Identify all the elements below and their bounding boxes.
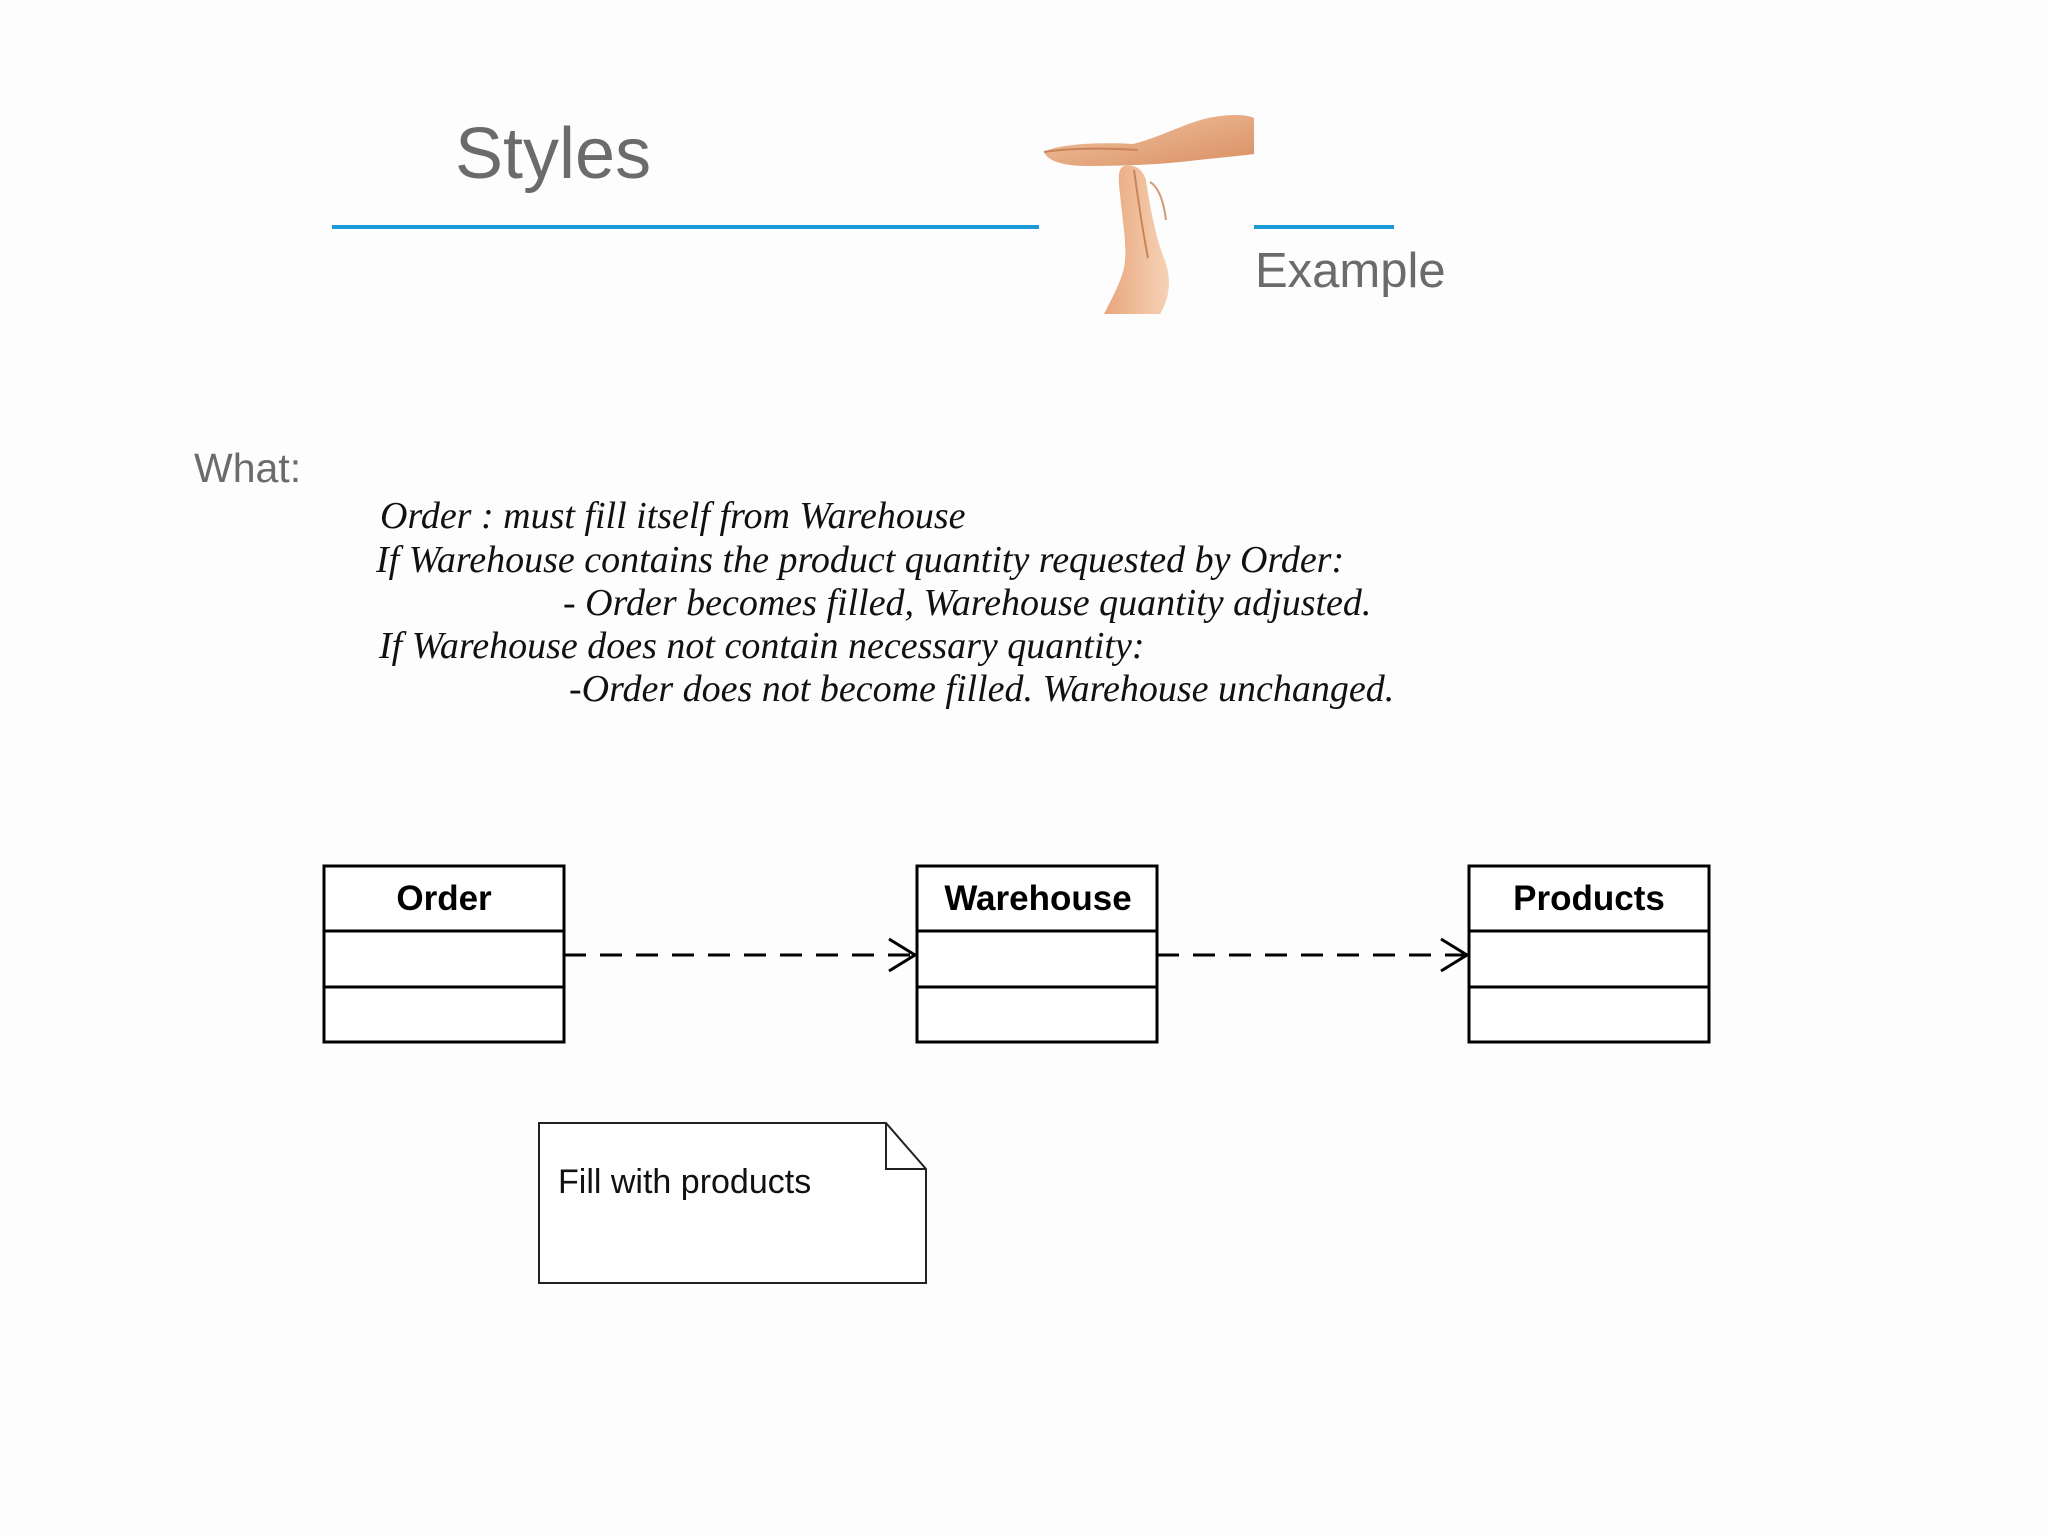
what-label: What: bbox=[194, 445, 302, 491]
uml-note-text: Fill with products bbox=[558, 1163, 811, 1201]
uml-class-products[interactable]: Products bbox=[1467, 864, 1711, 1044]
uml-class-order[interactable]: Order bbox=[322, 864, 566, 1044]
slide-title: Styles bbox=[455, 114, 652, 194]
title-underline-right bbox=[1254, 225, 1394, 229]
uml-class-order-name: Order bbox=[396, 879, 492, 918]
title-underline-left bbox=[332, 225, 1039, 229]
what-line-3: - Order becomes filled, Warehouse quanti… bbox=[563, 582, 1372, 624]
uml-note[interactable]: Fill with products bbox=[538, 1122, 927, 1284]
uml-class-warehouse[interactable]: Warehouse bbox=[915, 864, 1159, 1044]
slide-subtitle: Example bbox=[1255, 244, 1446, 298]
uml-class-products-name: Products bbox=[1513, 879, 1665, 918]
what-line-4: If Warehouse does not contain necessary … bbox=[379, 625, 1145, 667]
time-out-hands-icon bbox=[1043, 115, 1254, 314]
dependency-order-warehouse bbox=[564, 937, 918, 973]
what-line-2: If Warehouse contains the product quanti… bbox=[376, 539, 1345, 581]
what-line-1: Order : must fill itself from Warehouse bbox=[380, 495, 966, 537]
what-line-5: -Order does not become filled. Warehouse… bbox=[569, 668, 1395, 710]
dependency-warehouse-products bbox=[1157, 937, 1470, 973]
uml-class-warehouse-name: Warehouse bbox=[944, 879, 1131, 918]
